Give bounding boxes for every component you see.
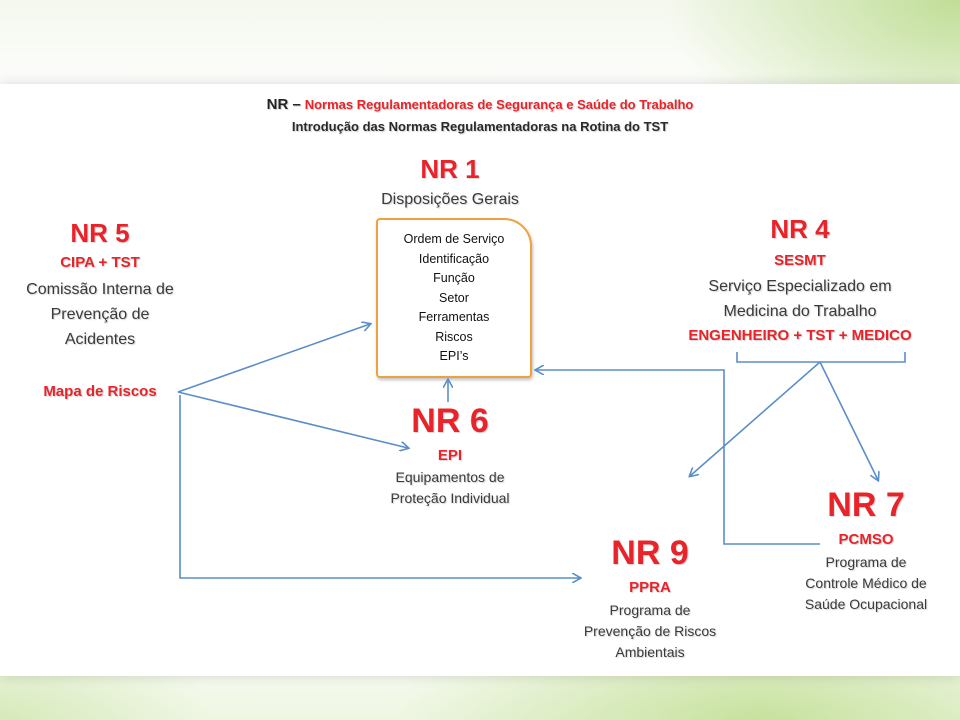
nr9-description: Programa de Prevenção de Riscos Ambienta…: [560, 600, 740, 663]
nr5-label: NR 5: [70, 218, 130, 248]
nr7-acronym: PCMSO: [838, 531, 894, 548]
nr7-description-line: Saúde Ocupacional: [804, 596, 928, 612]
nr7-description-line: Programa de: [825, 554, 907, 570]
nr5-description-line: Acidentes: [64, 331, 136, 348]
arrow-nr5-to-nr9: [179, 395, 580, 578]
nr6-acronym: EPI: [437, 447, 463, 464]
nr1-item: EPI’s: [439, 349, 469, 363]
nr1-item: Função: [433, 271, 475, 285]
arrow-nr7-to-nr1: [536, 370, 820, 545]
nr4-description-line: Serviço Especializado em: [708, 278, 892, 295]
nr9-description-line: Ambientais: [615, 644, 685, 660]
nr4-description: Serviço Especializado em Medicina do Tra…: [660, 274, 940, 324]
nr9-description-line: Programa de: [609, 602, 691, 618]
nr1-items-list: Ordem de Serviço Identificação Função Se…: [378, 220, 530, 367]
nr5-acronym: CIPA + TST: [60, 254, 140, 271]
nr6-description-line: Proteção Individual: [390, 490, 510, 506]
arrow-nr4-to-nr7: [819, 361, 878, 480]
nr9-label: NR 9: [611, 534, 689, 572]
nr4-acronym: SESMT: [774, 252, 826, 269]
arrow-nr5-to-nr6: [177, 391, 408, 448]
nr5-description: Comissão Interna de Prevenção de Acident…: [0, 277, 200, 352]
nr4-description-line: Medicina do Trabalho: [723, 303, 877, 320]
arrow-nr5-to-nr1: [177, 324, 370, 393]
nr6-label: NR 6: [411, 402, 489, 440]
title-text: Normas Regulamentadoras de Segurança e S…: [304, 97, 694, 112]
nr6-description: Equipamentos de Proteção Individual: [340, 467, 560, 509]
nr1-item: Ferramentas: [418, 310, 490, 324]
nr1-item: Setor: [439, 290, 469, 305]
nr1-items-box: Ordem de Serviço Identificação Função Se…: [376, 218, 532, 378]
nr7-description: Programa de Controle Médico de Saúde Ocu…: [776, 552, 956, 615]
nr5-description-line: Prevenção de: [50, 306, 150, 323]
nr9-description-line: Prevenção de Riscos: [583, 623, 717, 639]
nr7-description-line: Controle Médico de: [805, 575, 927, 591]
nr7-label: NR 7: [827, 486, 905, 524]
nr5-extra: Mapa de Riscos: [43, 383, 157, 400]
nr1-label: NR 1: [420, 154, 480, 184]
nr6-description-line: Equipamentos de: [395, 469, 505, 485]
nr9-acronym: PPRA: [629, 579, 671, 596]
nr1-item: Riscos: [435, 329, 473, 344]
nr4-team: ENGENHEIRO + TST + MEDICO: [688, 327, 912, 344]
nr1-item: Identificação: [418, 251, 490, 266]
nr4-bracket: [736, 352, 906, 363]
arrow-nr4-to-nr9: [690, 361, 821, 476]
nr5-description-line: Comissão Interna de: [26, 281, 174, 298]
diagram-title: NR – Normas Regulamentadoras de Seguranç…: [180, 96, 780, 113]
nr1-item: Ordem de Serviço: [403, 232, 505, 246]
diagram-subtitle: Introdução das Normas Regulamentadoras n…: [291, 119, 669, 134]
title-prefix: NR –: [266, 96, 301, 113]
nr1-description: Disposições Gerais: [381, 191, 519, 208]
nr4-label: NR 4: [770, 214, 830, 244]
